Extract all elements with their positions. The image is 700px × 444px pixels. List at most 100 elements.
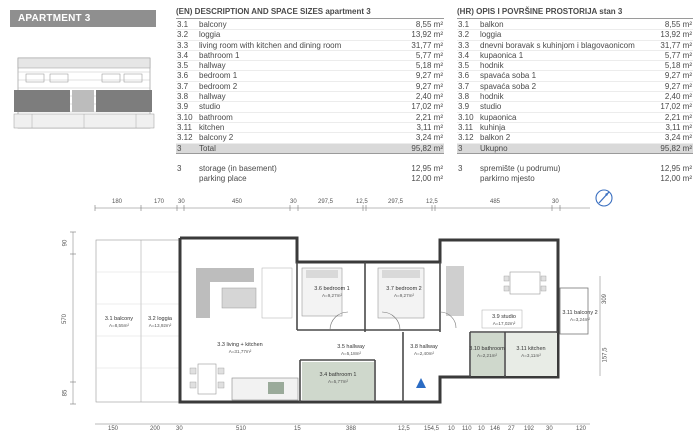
room-name: balcony [199,20,227,29]
room-area: 17,02 m² [660,102,692,112]
room-number: 3.1 [177,20,189,29]
table-title: (EN) DESCRIPTION AND SPACE SIZES apartme… [176,7,444,19]
dim-left: 85 [62,389,69,397]
room-name: dnevni boravak s kuhinjom i blagovaonico… [480,40,635,50]
dim-top: 12,5 [426,199,438,205]
room-name: bedroom 2 [199,81,238,91]
dim-bottom: 10 [478,426,485,432]
total-row: 3 Ukupno 95,82 m² [457,143,693,154]
room-area: 5,77 m² [415,50,443,60]
room-number: 3.5 [177,61,189,71]
room-number: 3 [458,143,463,153]
room-number: 3.12 [177,133,193,143]
room-number: 3.5 [458,61,470,71]
room-name: living room with kitchen and dining room [199,40,342,50]
room-number: 3.9 [458,102,470,112]
room-area: 12,95 m² [411,163,443,173]
room-name: balkon [480,20,504,29]
dim-bottom: 30 [546,426,553,432]
room-area: 12,95 m² [660,163,692,173]
room-name: kupaonica 1 [480,50,524,60]
room-area: 13,92 m² [660,30,692,40]
room-number: 3 [177,143,182,153]
room-area: 13,92 m² [411,30,443,40]
room-area: 5,18 m² [415,61,443,71]
dim-bottom: 192 [524,426,535,432]
room-area: 31,77 m² [660,40,692,50]
dim-bottom: 12,5 [398,426,410,432]
table-row: 3.3 living room with kitchen and dining r… [176,41,444,51]
room-number: 3.8 [458,92,470,102]
room-area: 9,27 m² [664,71,692,81]
room-name: bedroom 1 [199,71,238,81]
room-number: 3.1 [458,20,470,29]
room-area: 17,02 m² [411,102,443,112]
dim-top: 297,5 [318,199,334,205]
room-area: 12,00 m² [411,174,443,184]
dim-top: 485 [490,199,501,205]
room-number: 3.11 [177,122,192,132]
room-number: 3.10 [177,112,193,122]
table-title: (HR) OPIS I POVRŠINE PROSTORIJA stan 3 [457,7,693,19]
room-area: 3,11 m² [665,122,692,132]
room-number: 3.6 [458,71,470,81]
table-row: 3.4 kupaonica 1 5,77 m² [457,50,693,62]
room-number: 3.3 [458,40,470,50]
dim-top: 170 [154,199,165,205]
room-number: 3.9 [177,102,189,112]
dim-bottom: 150 [108,426,119,432]
room-area: 5,77 m² [664,50,692,60]
dim-bottom: 510 [236,426,247,432]
room-area: 8,55 m² [664,20,692,29]
room-name: parkirno mjesto [480,174,535,184]
table-row: 3.1 balkon 8,55 m² [457,20,693,31]
room-name: spremište (u podrumu) [480,163,561,173]
dim-top: 30 [178,199,185,205]
room-area: 2,40 m² [415,92,443,102]
floor-plan: 180 170 30 450 30 297,5 12,5 297,5 12,5 … [0,192,700,444]
apartment-badge: APARTMENT 3 [10,10,156,27]
dim-left: 570 [62,313,69,325]
dim-bottom: 200 [150,426,161,432]
room-name: Ukupno [480,143,508,153]
dim-bottom: 110 [462,426,472,432]
room-area: 3,24 m² [664,133,692,143]
room-area: 9,27 m² [415,71,443,81]
space-sizes-table-en: (EN) DESCRIPTION AND SPACE SIZES apartme… [176,7,444,184]
dim-bottom: 154,5 [424,426,440,432]
room-area: 95,82 m² [660,143,692,153]
room-name: balcony 2 [199,133,234,143]
space-sizes-table-hr: (HR) OPIS I POVRŠINE PROSTORIJA stan 3 3… [457,7,693,184]
room-number: 3.4 [458,50,470,60]
room-number: 3.11 [458,122,473,132]
dim-bottom: 120 [576,426,587,432]
room-area: 9,27 m² [664,81,692,91]
room-number: 3.6 [177,71,189,81]
room-name: loggia [480,30,502,40]
room-area: 9,27 m² [415,81,443,91]
room-area: 12,00 m² [660,174,692,184]
room-number: 3.2 [458,30,470,40]
room-name: hodnik [480,92,504,102]
room-number: 3.3 [177,40,189,50]
dim-left: 90 [62,239,69,247]
room-name: studio [199,102,221,112]
north-arrow-icon [595,189,613,207]
